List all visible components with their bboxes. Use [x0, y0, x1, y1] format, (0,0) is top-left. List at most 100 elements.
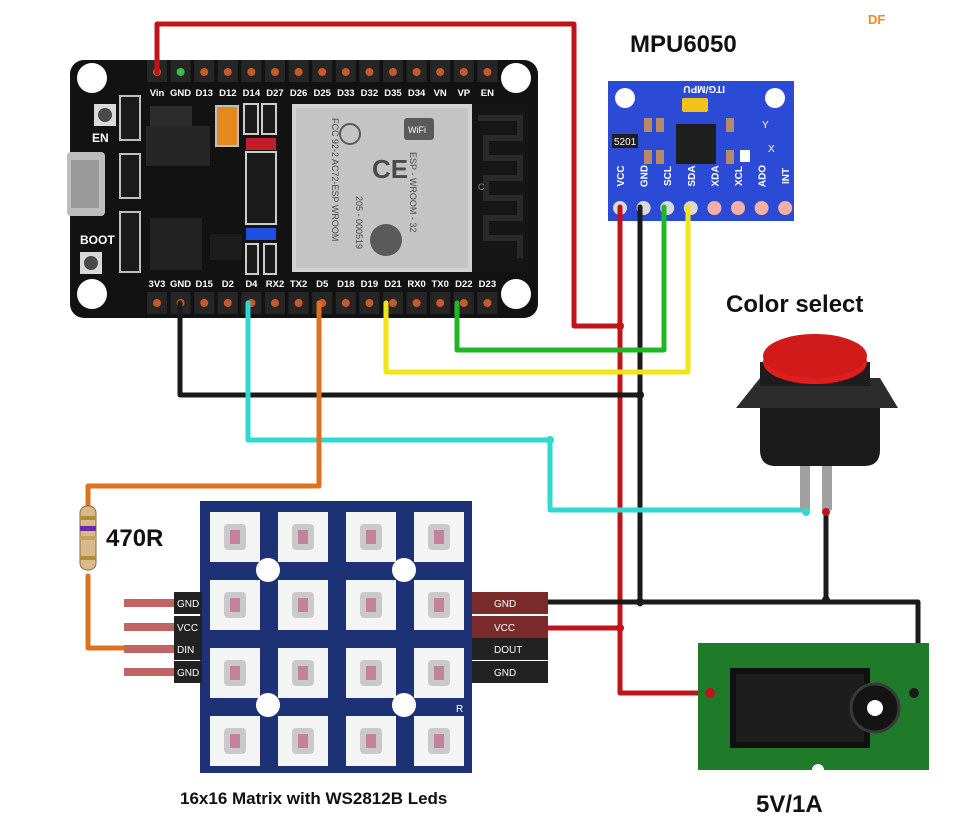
usb-uart-chip — [150, 218, 202, 270]
esp32-bottom-pin-label: TX0 — [431, 279, 448, 290]
mpu-chip — [676, 124, 716, 164]
matrix-right-terminal — [472, 661, 548, 683]
pin-pad — [176, 68, 185, 76]
pin-pad — [223, 299, 232, 307]
resistor-470r — [79, 505, 97, 571]
mount-hole — [77, 63, 107, 93]
power-terminal — [909, 688, 919, 698]
mpu-pin-pad — [754, 201, 769, 215]
led-core — [434, 734, 444, 748]
en-label: EN — [92, 131, 109, 145]
pcb-antenna — [478, 115, 523, 258]
matrix-hole — [392, 693, 416, 717]
led-core — [434, 530, 444, 544]
resistor-band — [80, 536, 96, 540]
junction — [636, 391, 644, 399]
mpu-crystal — [682, 98, 708, 112]
mpu-title: MPU6050 — [630, 31, 737, 58]
esp32-bottom-pin-label: D4 — [245, 279, 258, 290]
power-label: 5V/1A — [756, 791, 823, 818]
resistor-label: 470R — [106, 525, 163, 552]
button-pin — [802, 508, 810, 516]
smd-resistor — [263, 243, 277, 275]
esp32-top-pin-label: D34 — [408, 88, 426, 99]
led-core — [366, 734, 376, 748]
led-core — [366, 530, 376, 544]
pin-pad — [459, 299, 468, 307]
mpu-pin-label: XDA — [710, 165, 721, 186]
resistor-band — [80, 516, 96, 520]
pin-pad — [459, 68, 468, 76]
led-core — [298, 530, 308, 544]
esp32-bottom-pin-label: D22 — [455, 279, 472, 290]
tantalum-capacitor — [215, 105, 239, 147]
matrix-led-grid — [210, 512, 464, 766]
ce-mark: CE — [372, 154, 408, 184]
mpu-smd — [726, 118, 734, 132]
mpu-chip-code: 5201 — [614, 137, 637, 148]
esp32-bottom-pin-label: 3V3 — [149, 279, 166, 290]
junction — [822, 596, 830, 604]
mpu-pin-pad — [707, 201, 722, 215]
matrix-left-pin-label: DIN — [177, 645, 194, 656]
voltage-regulator — [146, 126, 210, 166]
smd-component — [119, 95, 141, 141]
matrix-hole — [256, 693, 280, 717]
boot-button-cap[interactable] — [84, 256, 98, 270]
blue-led — [246, 228, 276, 240]
pin-pad — [341, 299, 350, 307]
pin-pad — [294, 68, 303, 76]
esp32-bottom-pin-label: TX2 — [290, 279, 307, 290]
model-text: ESP - WROOM - 32 — [408, 152, 418, 232]
matrix-left-lead — [124, 668, 174, 676]
pin-pad — [412, 299, 421, 307]
button-lead — [822, 462, 832, 510]
pin-pad — [483, 68, 492, 76]
matrix-left-terminal — [174, 661, 202, 683]
esp32-top-pin-label: D27 — [266, 88, 283, 99]
pin-pad — [436, 299, 445, 307]
led-core — [298, 598, 308, 612]
en-button-cap[interactable] — [98, 108, 112, 122]
matrix-right-pin-label: DOUT — [494, 645, 522, 656]
boot-label: BOOT — [80, 233, 115, 247]
led-core — [230, 598, 240, 612]
wire-d5-orange — [85, 300, 322, 511]
pin-pad — [223, 68, 232, 76]
junction — [616, 322, 624, 330]
pin-pad — [365, 299, 374, 307]
red-led — [246, 138, 276, 150]
transistor — [210, 234, 242, 260]
mpu-pin-label: INT — [781, 168, 792, 184]
dc-jack-pin — [867, 700, 883, 716]
resistor-band — [80, 526, 96, 531]
pin-pad — [294, 299, 303, 307]
esp32-bottom-pin-label: RX0 — [407, 279, 425, 290]
fcc-text: FCC 92-2 AC72-ESP WROOM — [330, 118, 340, 241]
smd-component — [119, 153, 141, 199]
esp32-top-pin-label: D35 — [384, 88, 402, 99]
matrix-left-pin-label: VCC — [177, 623, 198, 634]
wire-scl-green — [454, 204, 667, 353]
led-core — [230, 666, 240, 680]
matrix-right-pin-label: VCC — [494, 623, 515, 634]
mpu-pin-label: GND — [640, 165, 651, 187]
matrix-left-terminal — [174, 592, 202, 614]
mount-hole — [77, 279, 107, 309]
mpu-mount-hole — [615, 88, 635, 108]
esp32-top-pin-label: D25 — [313, 88, 331, 99]
pin-pad — [341, 68, 350, 76]
mpu-pin-pad — [731, 201, 745, 215]
smd-component — [119, 211, 141, 273]
junction — [636, 598, 644, 606]
mpu-mount-hole — [765, 88, 785, 108]
esp32-top-pin-label: EN — [481, 88, 494, 99]
button-cap-top[interactable] — [763, 334, 867, 378]
matrix-right-terminal — [472, 592, 548, 614]
mpu-pin-pad — [778, 201, 793, 215]
esp32-bottom-pin-label: D5 — [316, 279, 329, 290]
